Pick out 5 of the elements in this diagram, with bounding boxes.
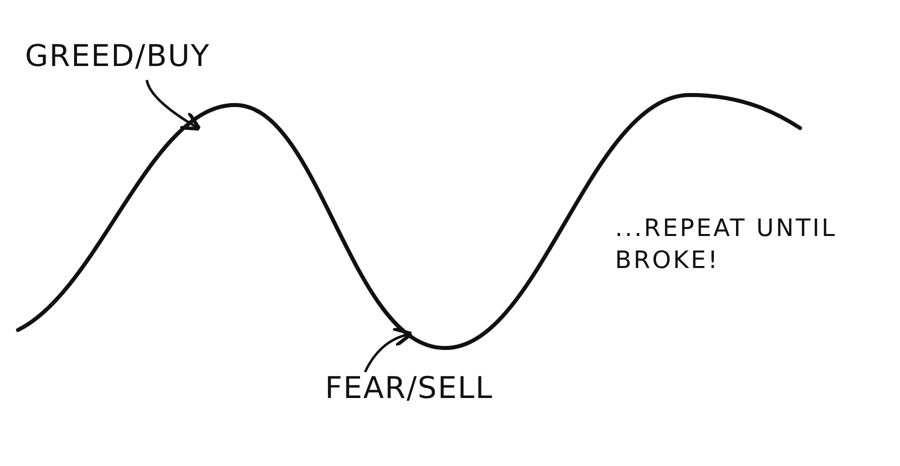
leader-arrow	[364, 327, 414, 373]
annotation-text: ...REPEAT UNTIL BROKE!	[615, 213, 838, 276]
annotation-text: FEAR/SELL	[325, 372, 494, 405]
leader-arrow	[146, 80, 202, 131]
annotation-text: GREED/BUY	[25, 40, 210, 73]
